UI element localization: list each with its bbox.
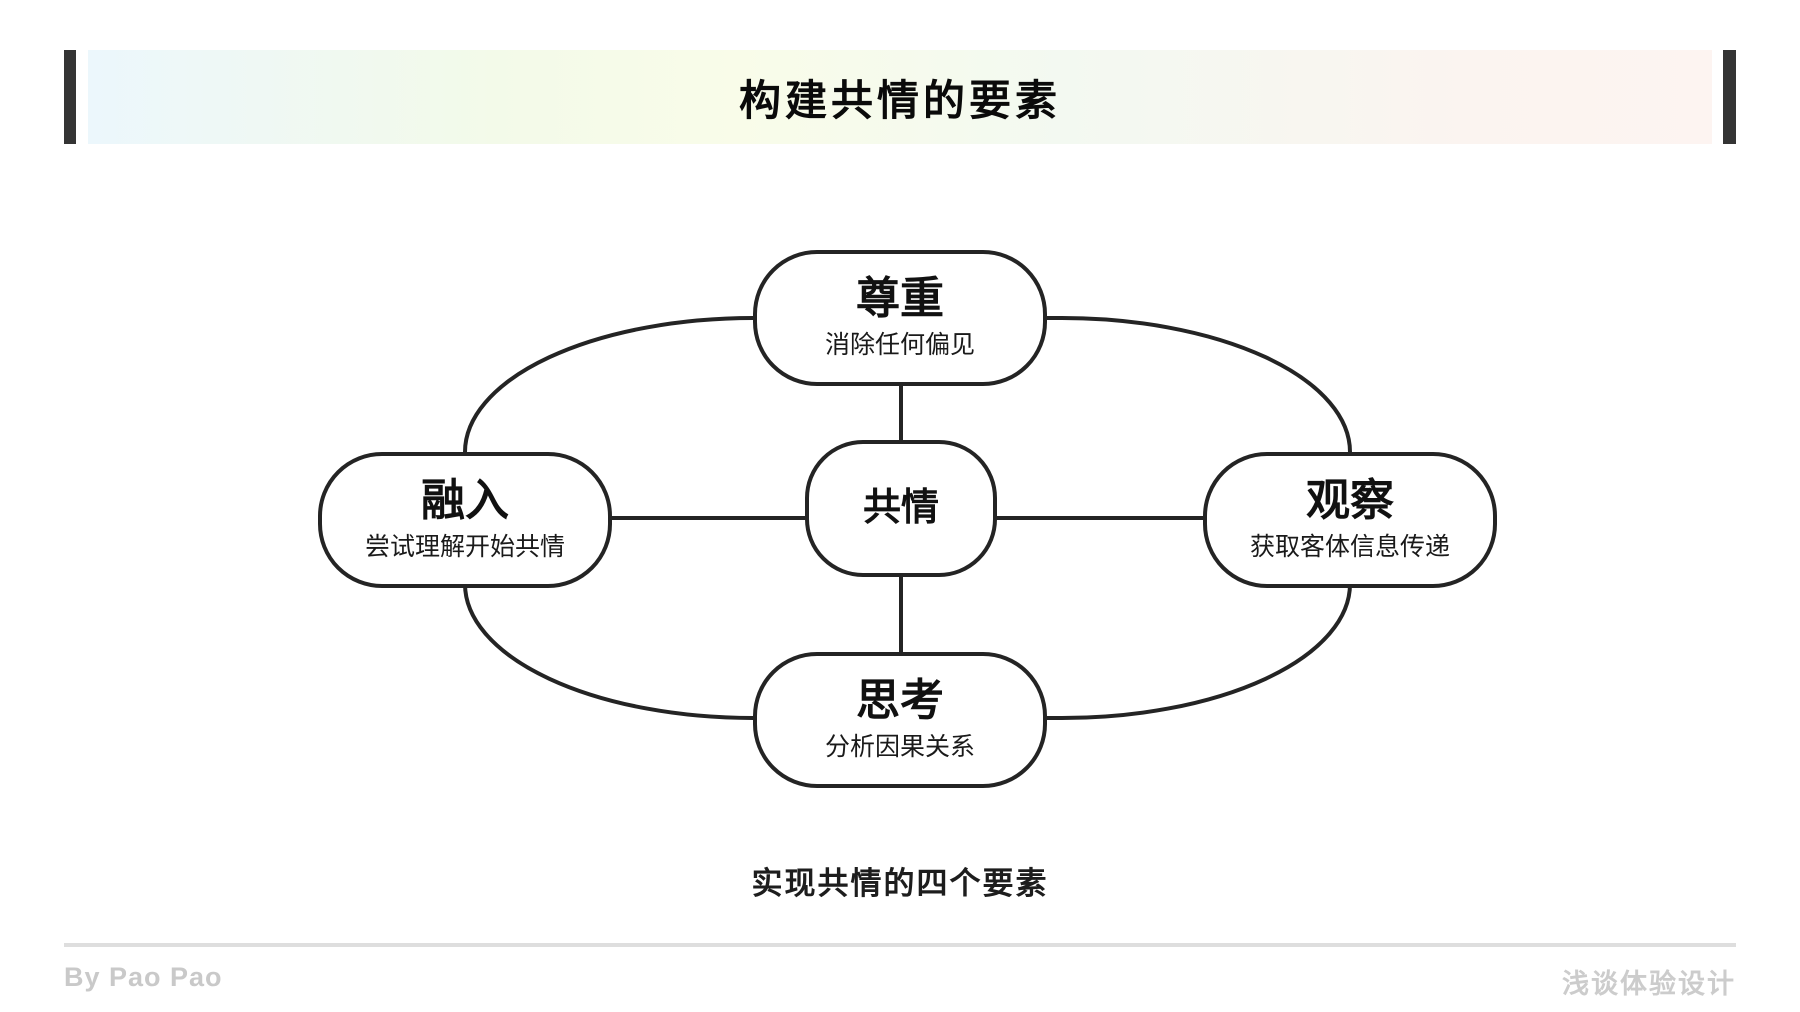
node-respect-title: 尊重 (856, 273, 944, 323)
header-accent-bar-left (64, 50, 76, 144)
node-empathy-title: 共情 (862, 486, 939, 529)
node-observe-subtitle: 获取客体信息传递 (1249, 533, 1450, 562)
header-accent-bar-right (1723, 50, 1736, 144)
outer-ring-curve (463, 316, 1352, 720)
footer-author: By Pao Pao (64, 962, 223, 992)
node-think-title: 思考 (856, 675, 944, 725)
page-title: 构建共情的要素 (738, 76, 1061, 124)
node-think-subtitle: 分析因果关系 (824, 733, 975, 762)
node-empathy-center: 共情 (805, 440, 997, 577)
node-integrate-subtitle: 尝试理解开始共情 (364, 533, 565, 562)
node-observe: 观察 获取客体信息传递 (1203, 452, 1497, 588)
footer-brand: 浅谈体验设计 (1562, 969, 1736, 999)
node-integrate: 融入 尝试理解开始共情 (318, 452, 612, 588)
header-gradient-strip: 构建共情的要素 (88, 50, 1712, 144)
node-respect-subtitle: 消除任何偏见 (824, 331, 975, 360)
node-integrate-title: 融入 (421, 475, 509, 525)
node-observe-title: 观察 (1306, 475, 1394, 525)
footer-divider (64, 943, 1736, 947)
node-respect: 尊重 消除任何偏见 (753, 250, 1047, 386)
node-think: 思考 分析因果关系 (753, 652, 1047, 788)
diagram-caption: 实现共情的四个要素 (751, 866, 1049, 901)
